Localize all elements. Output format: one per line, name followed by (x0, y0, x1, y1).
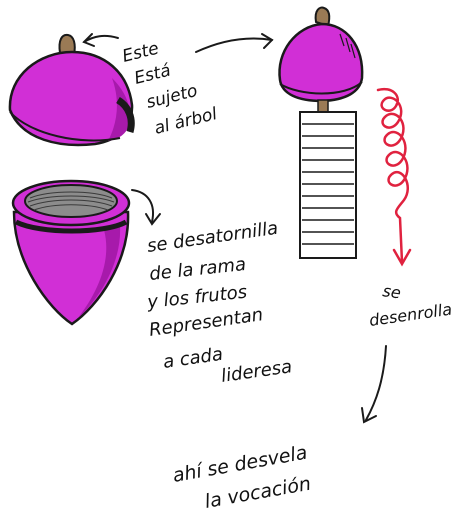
unrolled-fruit (278, 6, 364, 259)
unrolled-fruit-cap (278, 22, 364, 103)
fruit-cap-stem (58, 33, 76, 57)
fruit-cap-band (116, 96, 135, 133)
arrow-cup-to-text-icon (131, 189, 154, 223)
unscrew-note-line: se desatornilla (146, 218, 280, 257)
fruit-cup-band (14, 219, 128, 234)
top-note: Este Está sujeto al árbol (120, 39, 219, 139)
unrolled-scroll (299, 111, 357, 259)
top-note-line: Está (132, 61, 172, 89)
unscrew-note-line: lideresa (220, 356, 294, 387)
fruit-cap-body (8, 50, 134, 147)
fruit-cap-shade (108, 78, 131, 141)
unscrew-note-line: a cada (162, 344, 224, 373)
unrolled-fruit-connector (317, 99, 329, 113)
unscrew-note-line: de la rama (148, 254, 247, 285)
unrolled-fruit-stem (314, 6, 331, 28)
unscrew-note: se desatornilla de la rama y los frutos … (145, 218, 293, 387)
top-note-line: sujeto (144, 81, 199, 113)
unroll-note-line: se (381, 281, 402, 302)
fruit-cup-thread (24, 184, 118, 218)
top-note-line: Este (120, 39, 160, 67)
fruit-cap (8, 33, 135, 147)
arrow-to-top-right-icon (195, 37, 273, 53)
fruit-cup-body (12, 210, 130, 326)
unrolled-scroll-lines (302, 123, 354, 245)
unroll-note-line: desenrolla (368, 300, 453, 330)
reveal-note: ahí se desvela la vocación (171, 442, 313, 513)
arrow-unroll-to-reveal-icon (365, 345, 387, 421)
unroll-note: se desenrolla (368, 281, 453, 330)
unroll-spiral-arrow (376, 87, 412, 267)
fruit-cup (11, 179, 131, 326)
fruit-cup-shade (78, 226, 121, 318)
arrows (82, 33, 387, 424)
